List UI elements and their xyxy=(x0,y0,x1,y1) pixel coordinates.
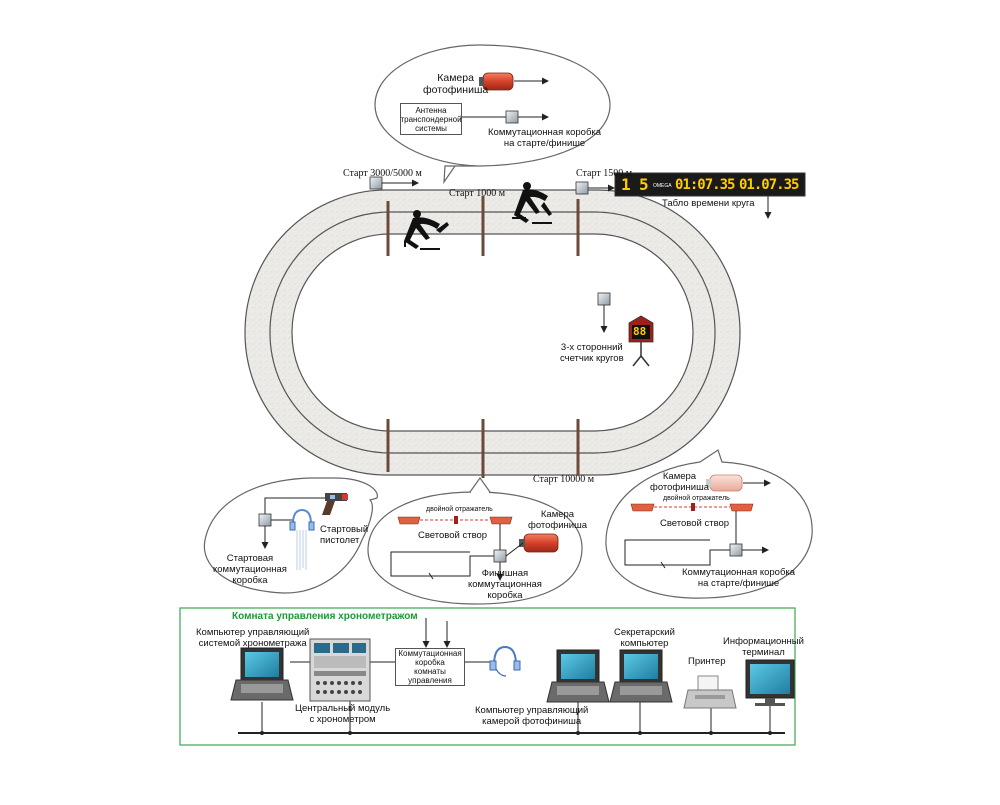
right-camera-label: Камера фотофиниша xyxy=(650,471,709,493)
photo-finish-camera-icon xyxy=(479,72,514,91)
pc-main-label: Компьютер управляющий системой хронометр… xyxy=(196,627,310,649)
junction-box-icon xyxy=(258,513,272,527)
lap-time-scoreboard xyxy=(614,172,806,197)
junction-box-icon xyxy=(505,110,519,124)
secretary-pc-label: Секретарский компьютер xyxy=(614,627,675,649)
headset-icon xyxy=(289,508,315,570)
junction-box-icon xyxy=(729,543,743,557)
pistol-label: Стартовый пистолет xyxy=(320,524,369,546)
scoreboard-time-1: 01:07.35 xyxy=(675,177,735,193)
room-junction-box: Коммутационная коробка комнаты управлени… xyxy=(395,648,465,686)
lap-counter-value: 88 xyxy=(633,325,647,338)
printer-icon xyxy=(683,675,737,709)
mid-camera-label: Камера фотофиниша xyxy=(528,509,587,531)
pc-photo-label: Компьютер управляющий камерой фотофиниша xyxy=(475,705,589,727)
scoreboard-position: 5 xyxy=(639,175,649,194)
scoreboard-label: Табло времени круга xyxy=(662,198,755,209)
photo-finish-camera-icon xyxy=(706,474,743,492)
laptop-icon xyxy=(609,649,673,703)
left-callout-bubble xyxy=(203,477,378,594)
top-callout-bubble xyxy=(374,44,611,185)
central-module-label: Центральный модуль с хронометром xyxy=(295,703,391,725)
scoreboard-display: 1 5 OMEGA 01:07.35 01.07.35 xyxy=(619,176,807,194)
mid-reflector-label: двойной отражатель xyxy=(426,506,493,513)
start-box-label: Стартовая коммутационная коробка xyxy=(213,553,287,586)
right-box-label: Коммутационная коробка на старте/финише xyxy=(682,567,796,589)
laptop-icon xyxy=(546,649,610,703)
scoreboard-lap: 1 xyxy=(621,175,631,194)
skating-track xyxy=(244,182,741,478)
junction-box-icon xyxy=(575,181,589,195)
start-1000-label: Старт 1000 м xyxy=(449,188,506,199)
top-junction-label: Коммутационная коробка на старте/финише xyxy=(488,127,602,149)
skater-icon xyxy=(404,210,449,250)
scoreboard-time-2: 01.07.35 xyxy=(739,177,799,193)
junction-box-icon xyxy=(493,549,507,563)
monitor-icon xyxy=(745,659,795,706)
central-module-icon xyxy=(309,638,371,702)
junction-box-icon xyxy=(597,292,611,306)
lap-counter-label: 3-х сторонний счетчик кругов xyxy=(560,342,624,364)
right-callout-bubble xyxy=(605,449,813,599)
start-1500-label: Старт 1500 м xyxy=(576,168,633,179)
scoreboard-brand: OMEGA xyxy=(653,183,672,189)
reflector-icon xyxy=(630,503,754,512)
photo-finish-camera-icon xyxy=(519,533,559,553)
skater-icon xyxy=(512,182,552,224)
reflector-icon xyxy=(397,516,513,525)
right-reflector-label: двойной отражатель xyxy=(663,495,730,502)
start-3000-5000-label: Старт 3000/5000 м xyxy=(343,168,422,179)
headset-icon xyxy=(489,645,521,677)
antenna-box: Антенна транспондерной системы xyxy=(400,103,462,135)
mid-beam-label: Световой створ xyxy=(418,530,488,541)
finish-box-label: Финишная коммутационная коробка xyxy=(468,568,542,601)
starting-pistol-icon xyxy=(322,493,348,515)
laptop-icon xyxy=(230,647,294,701)
lap-counter-icon xyxy=(628,315,654,367)
start-10000-label: Старт 10000 м xyxy=(533,474,595,485)
control-room-title: Комната управления хронометражом xyxy=(232,611,418,622)
right-beam-label: Световой створ xyxy=(660,518,730,529)
top-camera-label: Камера фотофиниша xyxy=(423,72,489,96)
printer-label: Принтер xyxy=(688,656,726,667)
terminal-label: Информационный терминал xyxy=(723,636,804,658)
